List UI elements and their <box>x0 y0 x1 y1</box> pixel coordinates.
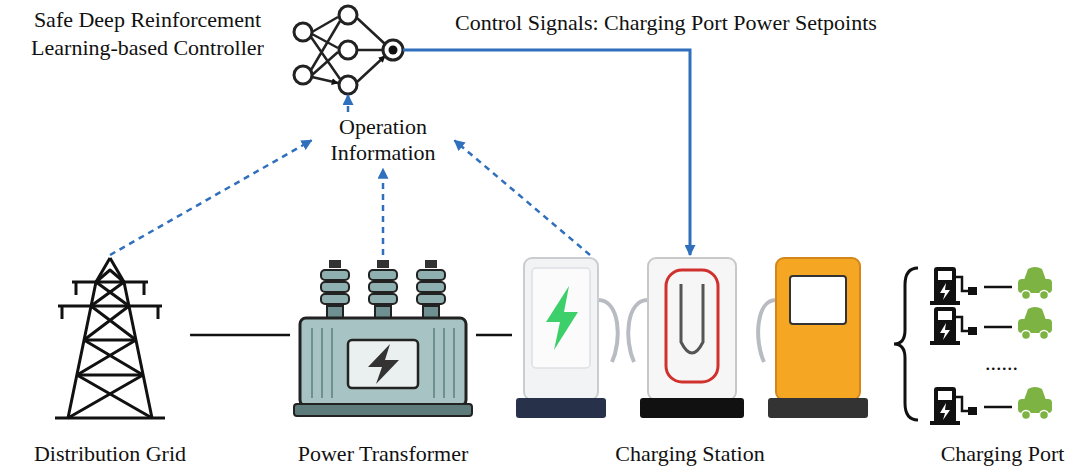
power-transformer-icon <box>300 318 466 406</box>
neural-network-icon <box>339 76 357 94</box>
power-transformer-icon <box>294 404 472 416</box>
power-transformer-icon <box>369 260 397 320</box>
charging-station-icons <box>546 286 578 350</box>
charging-station-icons <box>628 300 648 362</box>
ellipsis-label: ...... <box>982 350 1021 376</box>
power-line <box>476 334 512 337</box>
charging-station-icons <box>640 398 744 418</box>
charging-station-icons <box>768 398 868 418</box>
charging-station-icons <box>516 398 606 418</box>
node-label: Power Transformer <box>298 441 469 467</box>
charging-port-icons <box>894 267 1052 425</box>
neural-network-icon <box>294 66 312 84</box>
charging-port-icons <box>930 387 1052 425</box>
transformer-node: Power Transformer <box>290 255 476 467</box>
information-node: Operation Information <box>312 112 455 169</box>
power-transformer-icon <box>368 344 399 384</box>
controller-node: Safe Deep Reinforcement Learning-based C… <box>5 0 403 95</box>
power-transformer-icon <box>294 260 472 416</box>
neural-network-icon <box>339 6 357 24</box>
charging-port-icons <box>894 268 918 420</box>
transmission-tower <box>58 270 162 306</box>
node-label: Charging Station <box>615 441 764 467</box>
neural-network-icon <box>294 23 312 41</box>
node-label: Charging Port <box>941 441 1065 467</box>
transmission-tower <box>68 306 152 418</box>
node-label: Distribution Grid <box>34 441 186 467</box>
neural-network-icon <box>294 6 403 94</box>
charging-station-icons <box>790 276 846 324</box>
charging-station-icons <box>648 258 736 400</box>
control-signal-arrow <box>403 50 690 255</box>
transmission-tower <box>55 417 165 420</box>
charging-station-icons <box>516 258 868 418</box>
charging-station-icons <box>598 300 618 362</box>
charging-port-icons <box>930 267 1052 305</box>
information-arrow <box>110 140 312 255</box>
information-arrow <box>455 140 591 255</box>
power-transformer-icon <box>417 260 445 320</box>
charging-station-icons <box>532 268 590 368</box>
edge-label: Control Signals: Charging Port Power Set… <box>452 10 880 36</box>
grid-node: Distribution Grid <box>30 255 190 467</box>
neural-network-icon <box>311 17 340 83</box>
neural-network-icon <box>339 41 357 59</box>
information-arrow <box>382 169 385 255</box>
neural-network-icon <box>357 18 385 82</box>
station-node: Charging Station <box>512 255 868 467</box>
charging-station-icons <box>524 258 598 400</box>
power-transformer-icon <box>312 328 454 398</box>
transmission-tower <box>77 282 143 375</box>
power-transformer-icon <box>348 340 418 388</box>
transmission-tower <box>55 258 165 418</box>
information-arrow <box>347 95 350 112</box>
power-line <box>190 334 290 337</box>
transmission-tower <box>62 282 158 319</box>
node-label: Safe Deep Reinforcement Learning-based C… <box>5 6 290 61</box>
charging-station-icons <box>681 284 703 353</box>
charging-station-icons <box>758 300 776 362</box>
power-transformer-icon <box>321 260 349 320</box>
neural-network-icon <box>383 40 403 60</box>
neural-network-icon <box>389 46 398 55</box>
charging-station-icons <box>776 258 860 400</box>
charging-port-icons <box>930 307 1052 345</box>
charging-station-icons <box>666 270 718 382</box>
node-label: Operation Information <box>316 114 451 167</box>
